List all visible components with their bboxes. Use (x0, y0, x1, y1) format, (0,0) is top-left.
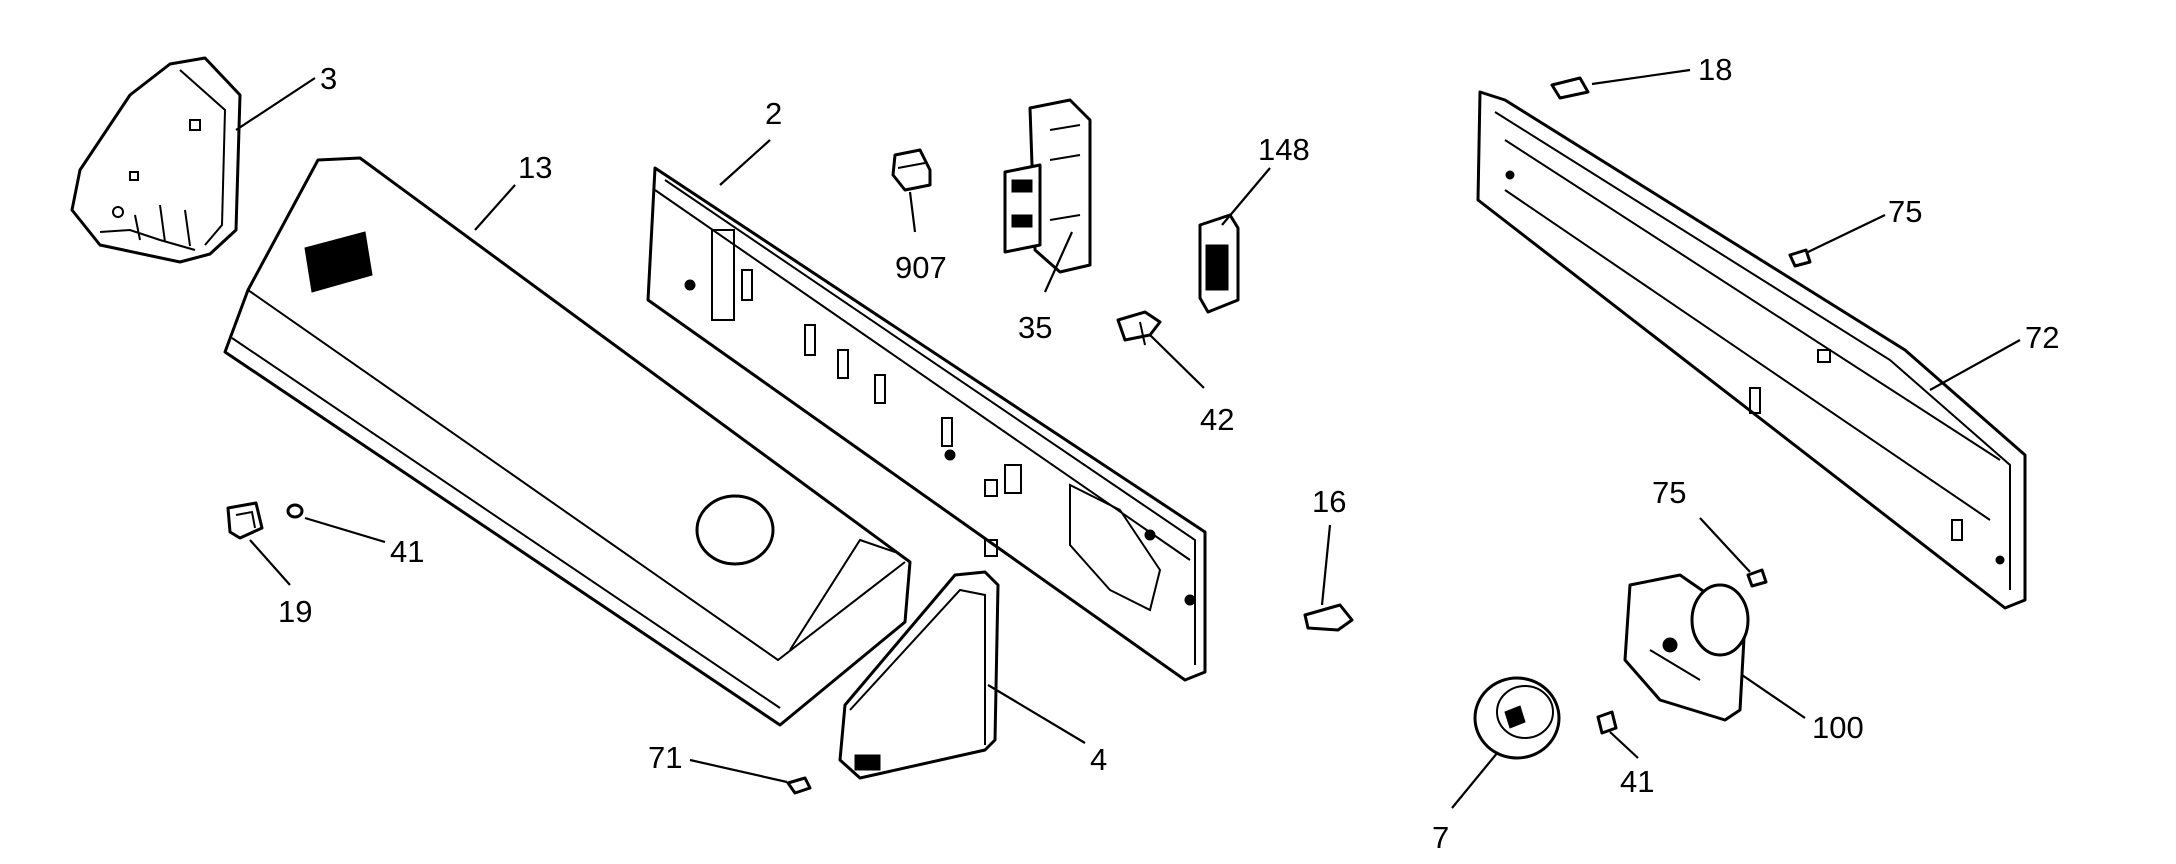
leader-907 (908, 191, 917, 233)
leader-148 (1221, 167, 1271, 226)
leader-13 (474, 184, 516, 231)
part-13-console-panel (223, 156, 912, 727)
leader-71 (689, 758, 788, 784)
part-41-spring-right (1596, 710, 1618, 735)
leader-7 (1451, 751, 1499, 809)
leader-100 (1741, 674, 1806, 719)
part-71-screw (786, 776, 812, 795)
callout-labels: 3 13 2 907 35 148 42 41 19 16 71 4 18 75… (278, 52, 2059, 855)
leader-41b (1609, 731, 1639, 759)
leader-75a (1807, 214, 1886, 253)
part-18-screw (1550, 76, 1590, 100)
callout-75-lower: 75 (1652, 475, 1686, 510)
leader-2 (719, 139, 771, 186)
part-75-screw-upper (1788, 248, 1812, 268)
callout-75-upper: 75 (1888, 194, 1922, 229)
part-41-spring-left (286, 503, 304, 519)
leader-18 (1591, 68, 1691, 86)
leader-72 (1929, 339, 2021, 391)
leader-19 (249, 539, 291, 586)
leader-35 (1043, 231, 1074, 293)
callout-13: 13 (518, 150, 552, 185)
leader-42 (1149, 334, 1205, 389)
part-2-control-bracket (646, 166, 1207, 682)
callout-4: 4 (1090, 742, 1107, 777)
part-16-cam (1303, 603, 1354, 632)
callout-2: 2 (765, 96, 782, 131)
part-75-screw-lower (1746, 568, 1768, 588)
callout-72: 72 (2025, 320, 2059, 355)
part-72-rear-panel (1476, 90, 2027, 610)
part-4-right-end-cap (838, 570, 1000, 780)
callout-7: 7 (1432, 820, 1449, 855)
part-100-timer (1623, 573, 1750, 722)
part-35-switch-assembly (1003, 98, 1092, 274)
leader-lines (235, 68, 2021, 809)
part-3-left-end-cap (70, 56, 242, 264)
part-7-knob (1473, 676, 1561, 760)
part-148-bracket (1198, 213, 1240, 314)
callout-100: 100 (1812, 710, 1864, 745)
leader-3 (235, 77, 316, 131)
part-907-switch (891, 148, 932, 192)
leader-4 (987, 684, 1086, 744)
callout-3: 3 (320, 61, 337, 96)
callout-42: 42 (1200, 402, 1234, 437)
leader-41a (304, 516, 386, 544)
part-42-clip (1116, 310, 1162, 346)
callout-41-right: 41 (1620, 764, 1654, 799)
callout-16: 16 (1312, 484, 1346, 519)
callout-18: 18 (1698, 52, 1732, 87)
part-19-knob-left (226, 501, 264, 540)
callout-41-left: 41 (390, 534, 424, 569)
leader-16 (1320, 524, 1332, 606)
callout-907: 907 (895, 250, 947, 285)
callout-19: 19 (278, 594, 312, 629)
callout-71: 71 (648, 740, 682, 775)
callout-148: 148 (1258, 132, 1310, 167)
callout-35: 35 (1018, 310, 1052, 345)
leader-75b (1699, 517, 1751, 573)
